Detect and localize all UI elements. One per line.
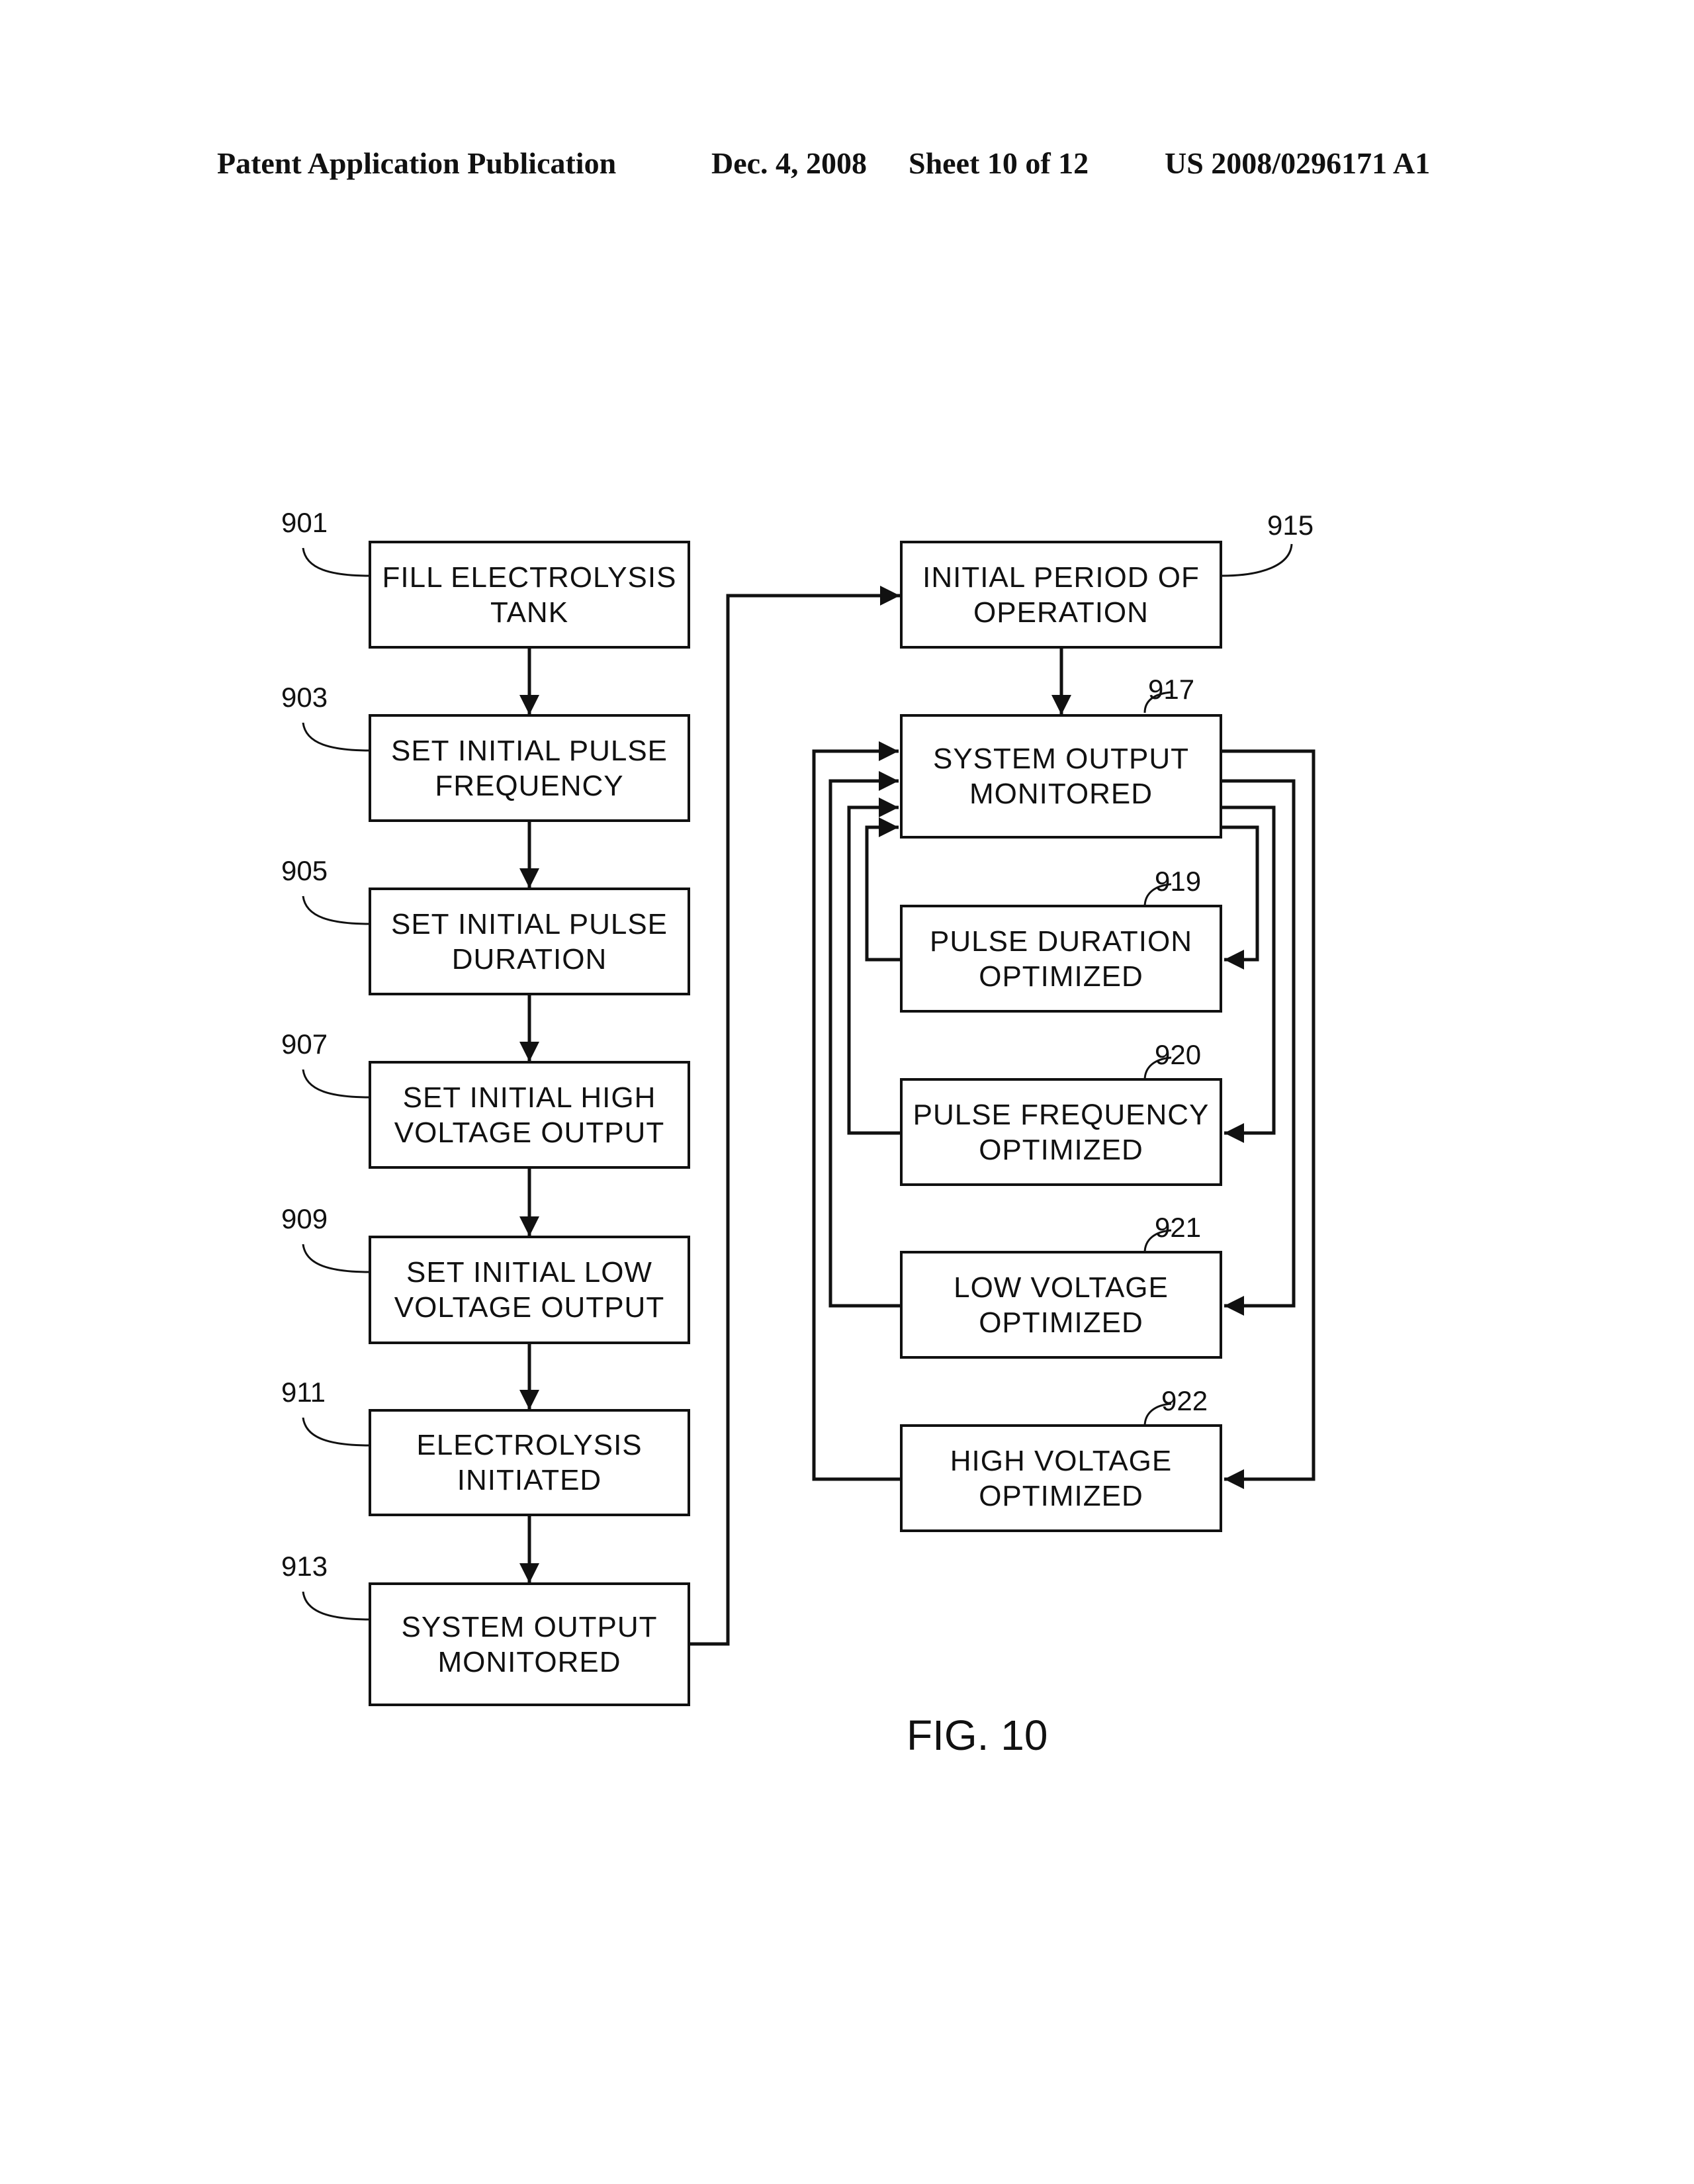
ref-911: 911 bbox=[281, 1377, 326, 1410]
step-901-line2: TANK bbox=[382, 595, 677, 630]
step-920-line2: OPTIMIZED bbox=[913, 1132, 1210, 1167]
ref-919: 919 bbox=[1155, 866, 1201, 899]
figure-label: FIG. 10 bbox=[907, 1711, 1048, 1760]
ref-901: 901 bbox=[281, 507, 328, 540]
ref-913: 913 bbox=[281, 1551, 328, 1584]
step-911-box: ELECTROLYSISINITIATED bbox=[369, 1409, 690, 1516]
step-907-line1: SET INITIAL HIGH bbox=[394, 1080, 664, 1115]
step-905-line1: SET INITIAL PULSE bbox=[391, 907, 668, 942]
leader-909 bbox=[303, 1244, 371, 1272]
return-920-917 bbox=[849, 807, 900, 1133]
step-909-box: SET INITIAL LOWVOLTAGE OUTPUT bbox=[369, 1236, 690, 1344]
step-907-box: SET INITIAL HIGHVOLTAGE OUTPUT bbox=[369, 1061, 690, 1169]
step-917-box: SYSTEM OUTPUTMONITORED bbox=[900, 714, 1222, 839]
step-909-line2: VOLTAGE OUTPUT bbox=[394, 1290, 664, 1325]
step-913-box: SYSTEM OUTPUTMONITORED bbox=[369, 1582, 690, 1706]
ref-922: 922 bbox=[1161, 1385, 1208, 1418]
return-922-917 bbox=[814, 751, 900, 1479]
step-915-line2: OPERATION bbox=[922, 595, 1200, 630]
loop-917-922 bbox=[1222, 751, 1314, 1479]
leader-915 bbox=[1222, 544, 1292, 576]
step-922-line1: HIGH VOLTAGE bbox=[950, 1443, 1173, 1479]
step-901-box: FILL ELECTROLYSISTANK bbox=[369, 541, 690, 649]
step-922-line2: OPTIMIZED bbox=[950, 1479, 1173, 1514]
ref-921: 921 bbox=[1155, 1212, 1201, 1245]
step-922-box: HIGH VOLTAGEOPTIMIZED bbox=[900, 1424, 1222, 1532]
step-917-line2: MONITORED bbox=[933, 776, 1189, 811]
step-915-box: INITIAL PERIOD OFOPERATION bbox=[900, 541, 1222, 649]
step-901-line1: FILL ELECTROLYSIS bbox=[382, 560, 677, 595]
step-920-box: PULSE FREQUENCYOPTIMIZED bbox=[900, 1078, 1222, 1186]
step-919-line1: PULSE DURATION bbox=[930, 924, 1192, 959]
leader-901 bbox=[303, 548, 371, 576]
leader-905 bbox=[303, 896, 371, 924]
leader-903 bbox=[303, 723, 371, 751]
ref-915: 915 bbox=[1267, 510, 1314, 543]
ref-909: 909 bbox=[281, 1203, 328, 1236]
arrow-913-915 bbox=[690, 596, 900, 1644]
step-903-box: SET INITIAL PULSEFREQUENCY bbox=[369, 714, 690, 822]
step-911-line2: INITIATED bbox=[416, 1463, 642, 1498]
step-920-line1: PULSE FREQUENCY bbox=[913, 1097, 1210, 1132]
step-905-line2: DURATION bbox=[391, 942, 668, 977]
step-921-line1: LOW VOLTAGE bbox=[954, 1270, 1169, 1305]
loop-917-919 bbox=[1222, 827, 1257, 960]
step-905-box: SET INITIAL PULSEDURATION bbox=[369, 887, 690, 995]
ref-907: 907 bbox=[281, 1028, 328, 1062]
step-921-line2: OPTIMIZED bbox=[954, 1305, 1169, 1340]
leader-907 bbox=[303, 1069, 371, 1097]
ref-920: 920 bbox=[1155, 1039, 1201, 1072]
return-919-917 bbox=[867, 827, 900, 960]
step-913-line2: MONITORED bbox=[401, 1645, 657, 1680]
leader-913 bbox=[303, 1592, 371, 1619]
step-921-box: LOW VOLTAGEOPTIMIZED bbox=[900, 1251, 1222, 1359]
loop-917-920 bbox=[1222, 807, 1274, 1133]
step-909-line1: SET INITIAL LOW bbox=[394, 1255, 664, 1290]
step-915-line1: INITIAL PERIOD OF bbox=[922, 560, 1200, 595]
ref-917: 917 bbox=[1148, 674, 1194, 707]
step-913-line1: SYSTEM OUTPUT bbox=[401, 1610, 657, 1645]
leader-911 bbox=[303, 1418, 371, 1445]
ref-905: 905 bbox=[281, 855, 328, 888]
step-919-line2: OPTIMIZED bbox=[930, 959, 1192, 994]
step-917-line1: SYSTEM OUTPUT bbox=[933, 741, 1189, 776]
step-903-line2: FREQUENCY bbox=[391, 768, 668, 803]
step-903-line1: SET INITIAL PULSE bbox=[391, 733, 668, 768]
step-907-line2: VOLTAGE OUTPUT bbox=[394, 1115, 664, 1150]
ref-903: 903 bbox=[281, 682, 328, 715]
step-911-line1: ELECTROLYSIS bbox=[416, 1428, 642, 1463]
step-919-box: PULSE DURATIONOPTIMIZED bbox=[900, 905, 1222, 1013]
